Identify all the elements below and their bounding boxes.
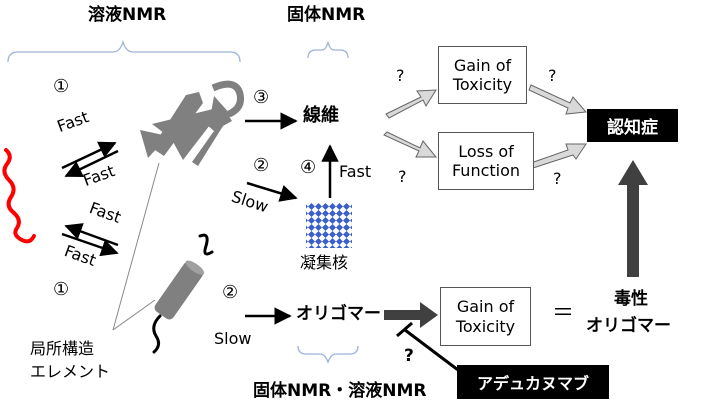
- dark-arrow-to-dementia: [618, 160, 648, 277]
- step-1-top: ①: [53, 76, 70, 97]
- inhibition-bar: [396, 321, 413, 338]
- step-1-bottom: ①: [53, 279, 70, 300]
- arrow-slow-to-nucleus: [246, 181, 298, 202]
- gain-of-toxicity-box-bottom: Gain of Toxicity: [440, 287, 531, 346]
- solid-nmr-top-bracket: [307, 41, 349, 59]
- step-3: ③: [253, 87, 270, 108]
- step-4: ④: [300, 157, 317, 178]
- nucleus-lattice: [306, 203, 352, 248]
- solution-nmr-bracket: [7, 39, 241, 63]
- pointer-line-hairpin: [112, 162, 160, 331]
- step-2-upper: ②: [253, 155, 270, 176]
- header-solution-nmr: 溶液NMR: [88, 5, 167, 25]
- header-solid-nmr: 固体NMR: [287, 5, 366, 25]
- local-element-label: 局所構造 エレメント: [30, 339, 111, 382]
- loss-of-function-box: Loss of Function: [438, 132, 534, 190]
- helix-element: [152, 233, 214, 354]
- toxic-oligomer-line1: 毒性: [614, 289, 648, 309]
- oligomer-label: オリゴマー: [296, 304, 381, 324]
- gain-line2: Toxicity: [452, 75, 513, 94]
- gain-bottom-line2: Toxicity: [455, 316, 516, 336]
- inhibition-line: [404, 328, 467, 378]
- fiber-label: 線維: [303, 105, 339, 126]
- beta-hairpin: [140, 80, 244, 166]
- loss-line1: Loss of: [458, 141, 514, 161]
- question-mark-3: ?: [398, 167, 407, 186]
- gain-bottom-line1: Gain of: [456, 297, 515, 317]
- step-2-lower: ②: [222, 282, 239, 303]
- equals-sign: ＝: [552, 301, 575, 326]
- loss-line2: Function: [451, 161, 521, 180]
- gain-line1: Gain of: [453, 55, 512, 75]
- gain-of-toxicity-box-top: Gain of Toxicity: [438, 46, 527, 104]
- nucleus-label: 凝集核: [300, 253, 349, 272]
- solid-solution-nmr-bracket: [297, 345, 359, 364]
- unfolded-chain: [2, 148, 36, 244]
- header-solid-solution-nmr: 固体NMR・溶液NMR: [253, 381, 427, 401]
- gray-block-arrows: [383, 84, 588, 169]
- equilibrium-arrows-bottom: [61, 223, 119, 257]
- question-mark-1: ?: [396, 66, 405, 85]
- question-mark-inhibition: ?: [404, 346, 414, 366]
- aducanumab-box: アデュカヌマブ: [457, 365, 609, 399]
- question-mark-4: ?: [553, 169, 562, 188]
- equilibrium-arrows-top: [61, 141, 119, 178]
- dementia-box: 認知症: [587, 109, 678, 142]
- rate-fast-vertical: Fast: [339, 162, 372, 181]
- toxic-oligomer-line2: オリゴマー: [586, 316, 671, 336]
- dark-arrow-to-gain: [384, 302, 438, 328]
- pointer-line-helix: [112, 299, 156, 331]
- rate-slow-lower: Slow: [214, 329, 252, 348]
- question-mark-2: ?: [548, 66, 557, 85]
